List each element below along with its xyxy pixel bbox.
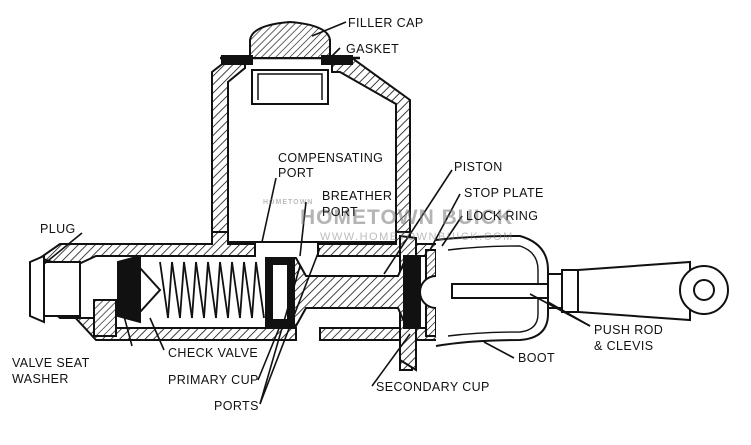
label-breather-port-1: BREATHER bbox=[322, 189, 392, 203]
label-compensating-port-2: PORT bbox=[278, 166, 314, 180]
label-ports: PORTS bbox=[214, 399, 259, 413]
leader-lines bbox=[43, 21, 591, 405]
label-boot: BOOT bbox=[518, 351, 555, 365]
label-gasket: GASKET bbox=[346, 42, 399, 56]
watermark-main-text: HOMETOWN BUICK bbox=[300, 206, 513, 229]
label-compensating-port-1: COMPENSATING bbox=[278, 151, 383, 165]
label-check-valve: CHECK VALVE bbox=[168, 346, 258, 360]
primary-cup bbox=[265, 257, 295, 327]
label-breather-port-2: PORT bbox=[322, 205, 358, 219]
label-push-rod-2: & CLEVIS bbox=[594, 339, 653, 353]
labels: FILLER CAP GASKET COMPENSATING PORT BREA… bbox=[12, 16, 663, 413]
push-rod-and-clevis bbox=[451, 260, 729, 322]
label-piston: PISTON bbox=[454, 160, 503, 174]
watermark-url-text: WWW.HOMETOWNBUICK.COM bbox=[320, 231, 514, 243]
label-stop-plate: STOP PLATE bbox=[464, 186, 544, 200]
check-valve bbox=[117, 254, 162, 324]
secondary-cup bbox=[403, 255, 421, 329]
label-filler-cap: FILLER CAP bbox=[348, 16, 424, 30]
label-lock-ring: LOCK RING bbox=[466, 209, 538, 223]
label-push-rod-1: PUSH ROD bbox=[594, 323, 663, 337]
label-valve-seat-washer-2: WASHER bbox=[12, 372, 69, 386]
label-valve-seat-washer-1: VALVE SEAT bbox=[12, 356, 90, 370]
label-secondary-cup: SECONDARY CUP bbox=[376, 380, 490, 394]
watermark: HOMETOWN HOMETOWN BUICK WWW.HOMETOWNBUIC… bbox=[263, 199, 514, 243]
filler-cap bbox=[221, 20, 353, 105]
return-spring bbox=[159, 261, 265, 319]
label-primary-cup: PRIMARY CUP bbox=[168, 373, 259, 387]
watermark-small-text: HOMETOWN bbox=[263, 199, 313, 206]
label-plug: PLUG bbox=[40, 222, 76, 236]
